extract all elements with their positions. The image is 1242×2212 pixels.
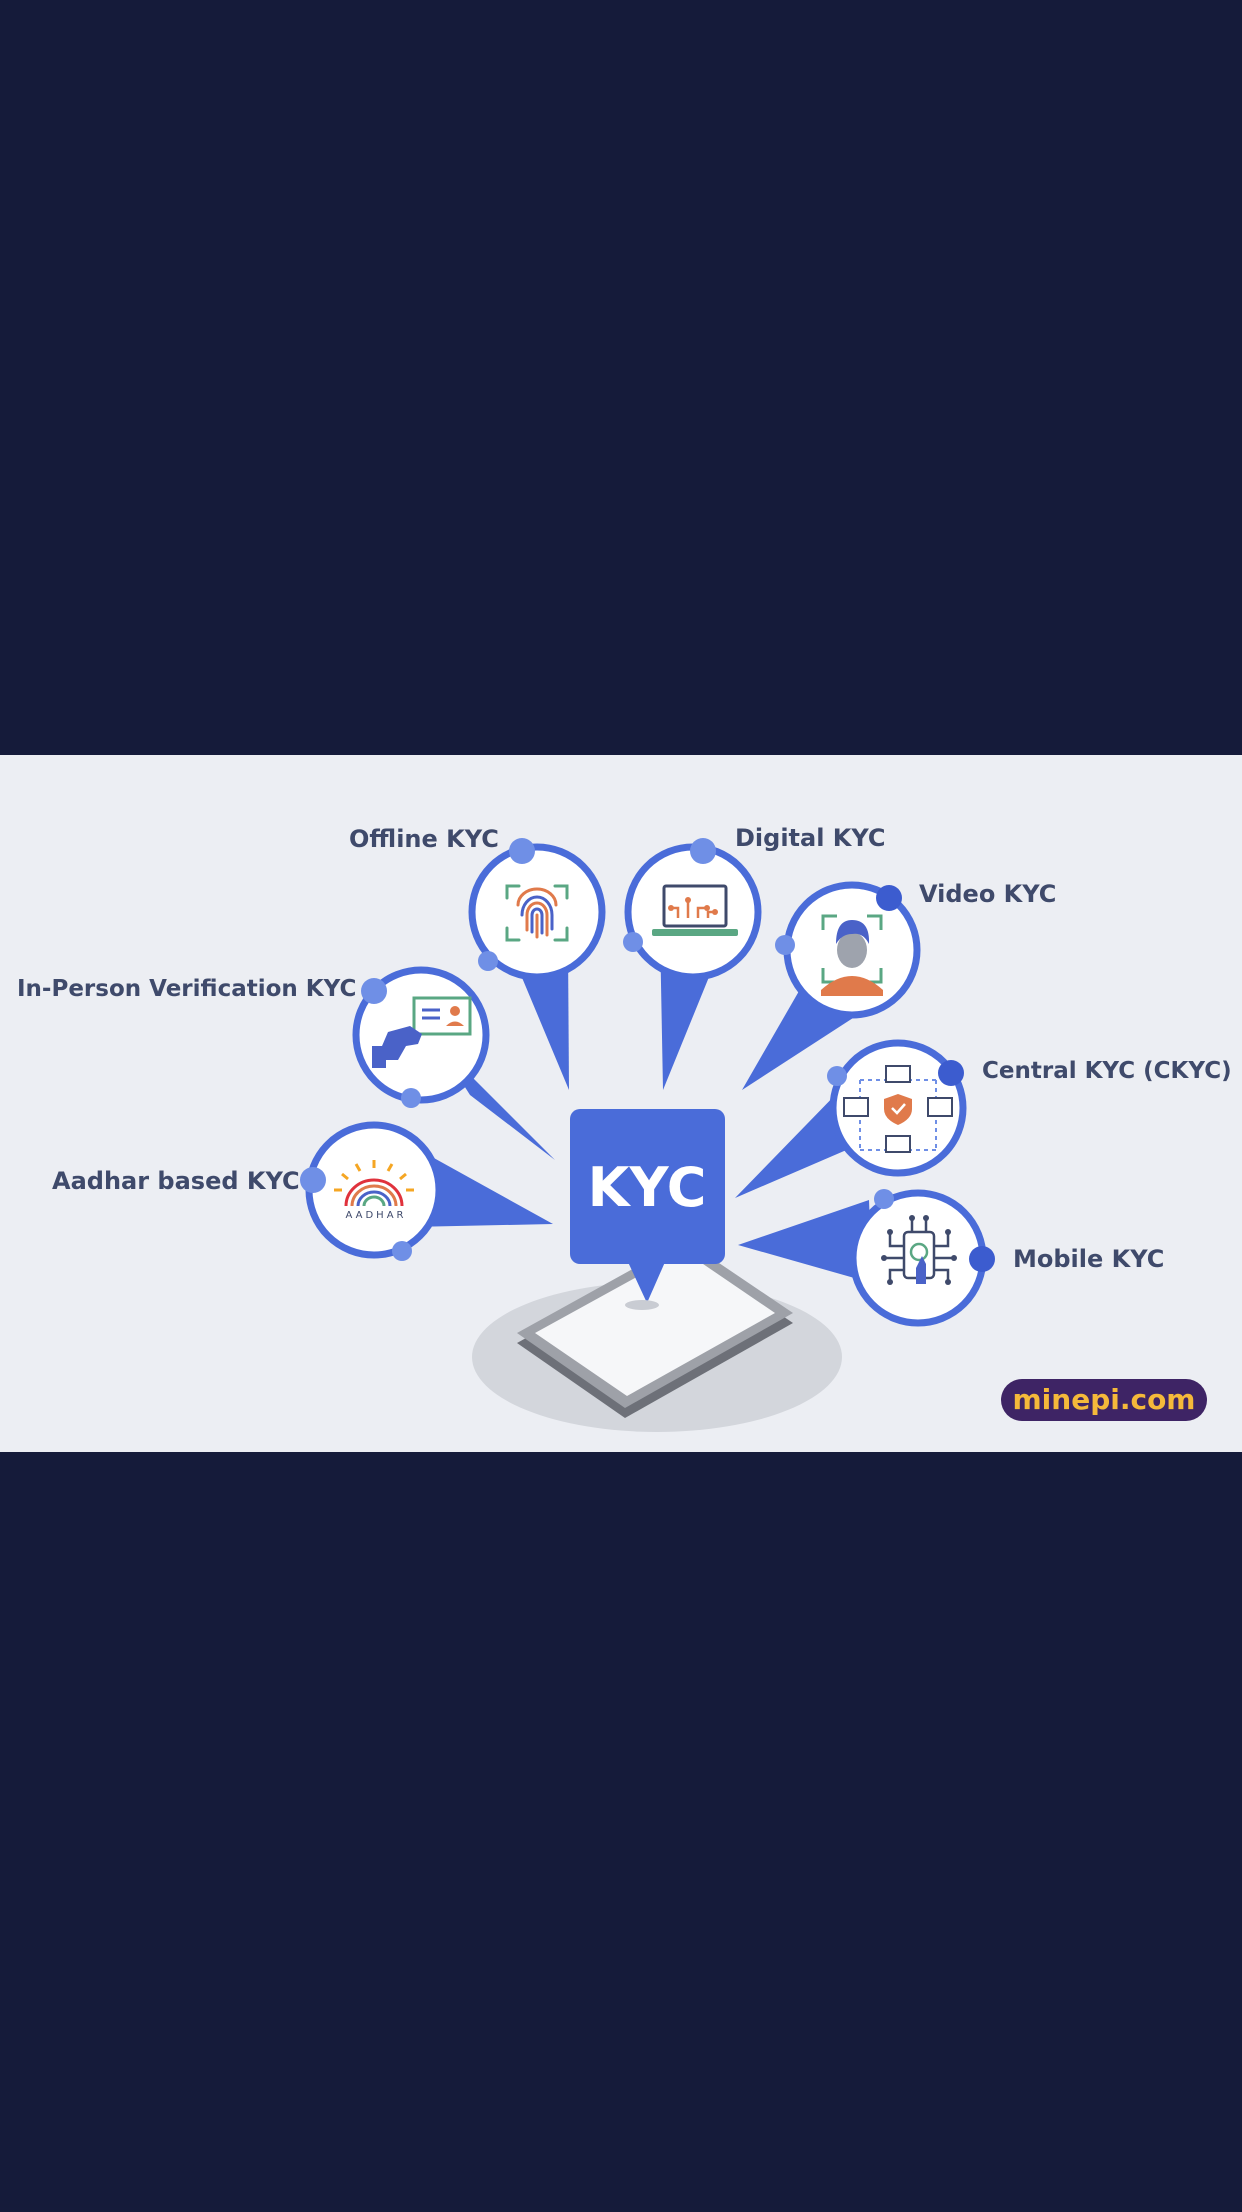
kyc-center: KYC: [570, 1109, 725, 1310]
connector-dots: [300, 838, 995, 1272]
id-card-hand-icon: [372, 996, 472, 1068]
watermark-text: minepi.com: [1013, 1383, 1196, 1416]
watermark: minepi.com: [1001, 1379, 1207, 1421]
phone-platform: [472, 1240, 842, 1432]
aadhar-logo-icon: AADHAR: [334, 1160, 414, 1221]
pointer-aadhar: [405, 1142, 553, 1227]
mobile-circuit-icon: [881, 1215, 957, 1285]
label-digital-kyc: Digital KYC: [735, 824, 886, 852]
laptop-circuit-icon: [652, 884, 738, 936]
pointer-ckyc: [735, 1088, 858, 1198]
fingerprint-icon: [505, 884, 569, 942]
kyc-center-label: KYC: [588, 1156, 707, 1219]
label-mobile-kyc: Mobile KYC: [1013, 1245, 1165, 1273]
label-aadhar-kyc: Aadhar based KYC: [52, 1167, 300, 1195]
aadhar-logo-text: AADHAR: [346, 1210, 407, 1221]
circle-mobile: [849, 1189, 987, 1327]
circle-offline: [468, 843, 606, 981]
label-video-kyc: Video KYC: [919, 880, 1057, 908]
label-offline-kyc: Offline KYC: [349, 825, 499, 853]
network-shield-icon: [843, 1065, 953, 1153]
circle-aadhar: [305, 1121, 443, 1259]
label-central-kyc: Central KYC (CKYC): [982, 1058, 1232, 1084]
pointer-mobile: [738, 1200, 872, 1283]
face-scan-icon: [821, 914, 883, 996]
label-in-person-kyc: In-Person Verification KYC: [17, 976, 357, 1002]
